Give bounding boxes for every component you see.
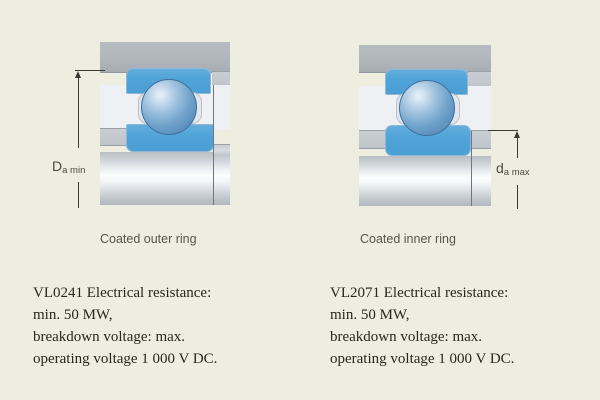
dimension-symbol: d: [496, 160, 504, 176]
spec-line: min. 50 MW,: [33, 307, 113, 323]
bearing-diagram-coated-inner-ring: da max Coated inner ring: [300, 0, 600, 260]
dimension-symbol: D: [52, 158, 63, 174]
bearing-diagram-coated-outer-ring: Da min Coated outer ring: [0, 0, 300, 260]
spec-line: VL2071 Electrical resistance:: [330, 285, 509, 301]
section-line-right: [213, 85, 214, 205]
dimension-label-da-max: da max: [496, 160, 530, 178]
spec-line: VL0241 Electrical resistance:: [33, 285, 212, 301]
spec-line: breakdown voltage: max.: [33, 329, 186, 345]
rolling-element-ball: [141, 79, 197, 135]
dimension-extension-tick-top: [488, 130, 518, 131]
spec-text-vl0241: VL0241 Electrical resistance: min. 50 MW…: [33, 282, 217, 370]
section-line-right: [471, 131, 472, 206]
inner-ring-shaft: [100, 152, 230, 205]
diagram-caption-coated-outer-ring: Coated outer ring: [100, 232, 197, 246]
diagram-caption-coated-inner-ring: Coated inner ring: [360, 232, 456, 246]
outer-ring-land-lower-right: [470, 130, 491, 149]
outer-ring-land-lower-left: [359, 130, 385, 149]
dimension-arrow-up: [514, 131, 520, 138]
dimension-label-da-min: Da min: [52, 158, 86, 176]
rolling-element-ball: [399, 80, 455, 136]
spec-line: operating voltage 1 000 V DC.: [330, 351, 515, 367]
spec-text-vl2071: VL2071 Electrical resistance: min. 50 MW…: [330, 282, 514, 370]
dimension-extension-tick-top: [75, 70, 105, 71]
dimension-subscript: a max: [503, 167, 530, 178]
dimension-line-vertical-lower: [78, 182, 79, 208]
dimension-line-vertical-lower: [517, 185, 518, 209]
outer-ring-shoulder-left: [100, 128, 126, 146]
inner-ring-shaft: [359, 156, 491, 206]
dimension-arrow-up: [75, 71, 81, 78]
inner-ring-shoulder: [214, 144, 230, 155]
dimension-line-vertical-upper: [517, 138, 518, 158]
spec-line: breakdown voltage: max.: [330, 329, 483, 345]
dimension-subscript: a min: [62, 165, 86, 176]
dimension-line-vertical-upper: [78, 78, 79, 148]
spec-line: operating voltage 1 000 V DC.: [33, 351, 218, 367]
spec-line: min. 50 MW,: [330, 307, 410, 323]
